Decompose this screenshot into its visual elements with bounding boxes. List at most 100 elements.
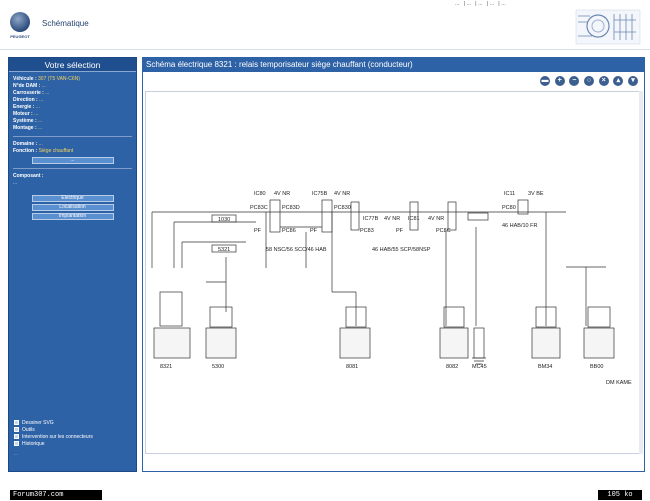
field-label: Véhicule : (13, 76, 37, 82)
field-value: ... (35, 104, 40, 110)
domain-row: Domaine : ... (13, 141, 132, 148)
component-id: 5300 (212, 364, 224, 370)
field-label: Système : (13, 118, 37, 124)
conn-label: 4V NR (274, 191, 290, 197)
conn-label: 4V NR (334, 191, 350, 197)
close-icon[interactable]: × (598, 76, 609, 86)
field-value: ... (41, 83, 46, 89)
option-label: Outils (22, 427, 35, 433)
file-size: 105 ko (598, 490, 642, 500)
function-row: Fonction : Siège chauffant (13, 148, 132, 155)
other-function-button[interactable]: ... (31, 157, 114, 164)
conn-label: 4V NR (428, 216, 444, 222)
site-url: Forum307.com (10, 490, 102, 500)
pin-label: PC83C (250, 205, 268, 211)
field-row: Système : ... (13, 118, 132, 125)
pin-label: PC83 (360, 228, 374, 234)
field-value: ... (38, 118, 43, 124)
pin-label: PF (310, 228, 318, 234)
bus-text: 58 NSC/56 SCC/46 HAB (266, 247, 327, 253)
schematic-canvas[interactable]: IC80 4V NR IC75B 4V NR IC11 3V BE IC77B … (145, 91, 641, 454)
field-row: Moteur : ... (13, 111, 132, 118)
field-row: Energie : ... (13, 104, 132, 111)
options-section: Dessiner SVG Outils Intervention sur les… (14, 420, 132, 457)
bus-text: 46 HAB/10 FR (502, 223, 537, 229)
down-icon[interactable]: ▾ (628, 76, 638, 86)
pin-label: PC830 (334, 205, 351, 211)
top-link[interactable]: ... (455, 1, 460, 7)
field-row: N°de DAM : ... (13, 83, 132, 90)
top-link[interactable]: ... (478, 1, 483, 7)
field-label: Montage : (13, 125, 37, 131)
checkbox-icon[interactable] (14, 434, 19, 440)
conn-label: IC75B (312, 191, 328, 197)
checkbox-icon[interactable] (14, 420, 19, 426)
field-label: Energie : (13, 104, 35, 110)
field-value: ... (38, 141, 43, 147)
option-checkbox[interactable]: Intervention sur les connecteurs (14, 434, 132, 441)
brand-text: PEUGEOT (10, 34, 30, 39)
checkbox-icon[interactable] (14, 441, 19, 447)
field-row: Montage : ... (13, 125, 132, 132)
option-label: Historique (22, 441, 45, 447)
component-id: 8081 (346, 364, 358, 370)
divider (13, 136, 132, 137)
search-icon[interactable]: ○ (583, 76, 594, 86)
top-link[interactable]: ... (466, 1, 472, 7)
component-id: MC45 (472, 364, 487, 370)
field-label: Fonction : (13, 148, 38, 154)
vertical-scrollbar[interactable] (639, 91, 643, 454)
top-link[interactable]: ... (489, 1, 495, 7)
field-value: 307 (T5 VAN-C6N) (38, 76, 80, 82)
zoom-in-icon[interactable]: + (554, 76, 565, 86)
field-label: Direction : (13, 97, 38, 103)
pin-label: PC86 (282, 228, 296, 234)
divider (13, 168, 132, 169)
location-button[interactable]: Localisation (31, 204, 114, 211)
top-link[interactable]: ... (501, 1, 506, 7)
conn-label: 3V BE (528, 191, 544, 197)
up-icon[interactable]: ▴ (613, 76, 624, 86)
conn-label: 4V NR (384, 216, 400, 222)
schematic-toolbar: ▬ + − ○ × ▴ ▾ (537, 76, 638, 88)
conn-label: IC77B (363, 216, 379, 222)
pin-label: PF (254, 228, 262, 234)
component-label: Composant : (13, 173, 132, 180)
field-row: Direction : ... (13, 97, 132, 104)
field-row: Carrosserie : ... (13, 90, 132, 97)
pin-label: PC80 (502, 205, 516, 211)
component-id: 8321 (160, 364, 172, 370)
field-value: Siège chauffant (38, 148, 74, 154)
implantation-button[interactable]: Implantation (31, 213, 114, 220)
component-id: BB00 (590, 364, 603, 370)
option-checkbox[interactable]: Dessiner SVG (14, 420, 132, 427)
field-row: Véhicule : 307 (T5 VAN-C6N) (13, 76, 132, 83)
field-value: ... (39, 97, 44, 103)
field-label: Composant : (13, 173, 44, 179)
peugeot-logo: PEUGEOT (8, 12, 32, 42)
selection-title: Votre sélection (9, 58, 136, 72)
schematic-button[interactable]: Electrique (31, 195, 114, 202)
lion-icon (10, 12, 30, 32)
status-bar: Forum307.com 105 ko (0, 489, 650, 501)
field-label: Carrosserie : (13, 90, 44, 96)
side-label: 5321 (218, 247, 230, 253)
option-checkbox[interactable]: Historique (14, 441, 132, 448)
schematic-decoration-icon (575, 9, 641, 45)
field-value: ... (38, 125, 43, 131)
component-id: BM34 (538, 364, 552, 370)
option-label: Intervention sur les connecteurs (22, 434, 93, 440)
pin-label: PC8C (436, 228, 451, 234)
schematic-title: Schéma électrique 8321 : relais temporis… (143, 58, 644, 72)
pin-label: PC83D (282, 205, 300, 211)
schematic-panel: Schéma électrique 8321 : relais temporis… (142, 57, 645, 472)
zoom-out-icon[interactable]: − (569, 76, 580, 86)
side-label: 1030 (218, 217, 230, 223)
print-icon[interactable]: ▬ (539, 76, 550, 86)
diagram-caption: DM KAME (606, 380, 632, 386)
pin-label: PF (396, 228, 404, 234)
bus-text: 46 HAB/55 SCP/58NSP (372, 247, 431, 253)
checkbox-icon[interactable] (14, 427, 19, 433)
option-checkbox[interactable]: Outils (14, 427, 132, 434)
app-title: Schématique (42, 19, 89, 28)
